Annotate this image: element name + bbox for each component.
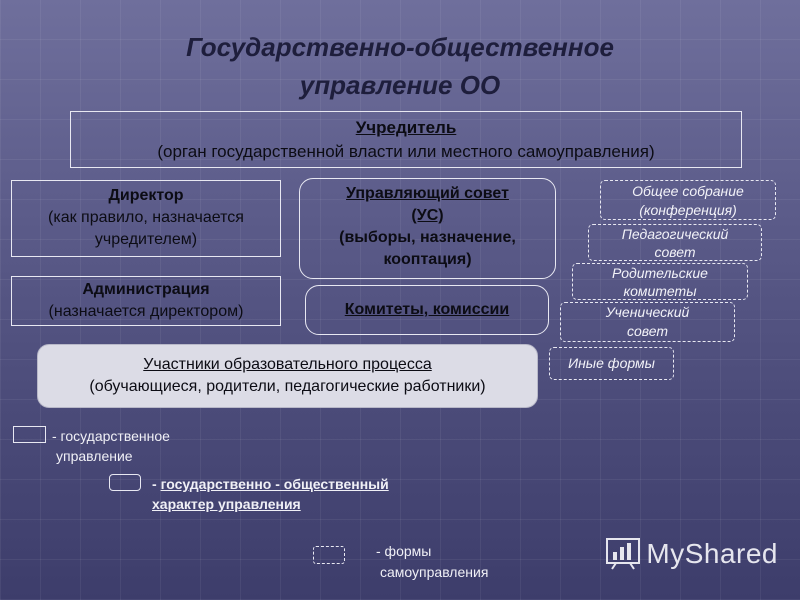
self-gov-general-meeting: Общее собрание (конференция) — [600, 180, 776, 220]
legend-public-text: - государственно - общественный характер… — [152, 474, 389, 514]
self-gov-student-council-line-1: Ученический — [605, 304, 690, 320]
watermark-logo: MyShared — [606, 538, 778, 570]
legend-state-line-1: - государственное — [52, 428, 170, 444]
legend-state-text: - государственное управление — [52, 426, 170, 466]
governing-council-line-2: (УС) — [411, 207, 444, 224]
founder-name: Учредитель — [355, 118, 457, 137]
title-line-2: управление ОО — [299, 70, 501, 100]
legend-state-line-2: управление — [56, 448, 133, 464]
self-gov-parent-committees-line-2: комитеты — [623, 283, 697, 299]
legend-self-swatch — [313, 546, 345, 564]
director-note-2: учредителем) — [94, 231, 198, 248]
self-gov-pedagogical-council: Педагогический совет — [588, 224, 762, 261]
governing-council-line-1: Управляющий совет — [346, 185, 509, 202]
legend-public-dash: - — [152, 476, 161, 492]
self-gov-other-forms-line-1: Иные формы — [568, 355, 655, 371]
self-gov-parent-committees: Родительские комитеты — [572, 263, 748, 300]
legend-self-line-2: самоуправления — [380, 564, 489, 580]
self-gov-pedagogical-council-line-1: Педагогический — [621, 226, 729, 242]
committees-box: Комитеты, комиссии — [305, 285, 549, 335]
administration-name: Администрация — [82, 281, 210, 298]
self-gov-student-council: Ученический совет — [560, 302, 735, 342]
legend-state-swatch — [13, 426, 46, 443]
administration-note: (назначается директором) — [48, 303, 244, 320]
self-gov-general-meeting-line-2: (конференция) — [639, 202, 737, 218]
participants-name: Участники образовательного процесса — [143, 356, 432, 373]
legend-self-text: - формы самоуправления — [376, 541, 488, 583]
administration-box: Администрация (назначается директором) — [11, 276, 281, 326]
governing-council-line-3: (выборы, назначение, — [339, 229, 516, 246]
director-note-1: (как правило, назначается — [48, 209, 244, 226]
self-gov-pedagogical-council-line-2: совет — [654, 244, 696, 260]
watermark-text: MyShared — [646, 538, 778, 569]
legend-public-line-2: характер управления — [152, 496, 301, 512]
director-name: Директор — [108, 187, 184, 204]
self-gov-student-council-line-2: совет — [626, 323, 669, 339]
founder-box: Учредитель (орган государственной власти… — [70, 111, 742, 168]
participants-note: (обучающиеся, родители, педагогические р… — [89, 378, 486, 395]
page-title: Государственно-общественное управление О… — [0, 28, 800, 104]
participants-box: Участники образовательного процесса (обу… — [37, 344, 538, 408]
governing-council-line-4: кооптация) — [383, 251, 472, 268]
self-gov-general-meeting-line-1: Общее собрание — [632, 183, 744, 199]
governing-council-box: Управляющий совет (УС) (выборы, назначен… — [299, 178, 556, 279]
title-line-1: Государственно-общественное — [186, 32, 614, 62]
legend-self-line-1: - формы — [376, 543, 432, 559]
legend-public-line-1: государственно - общественный — [160, 476, 389, 492]
committees-label: Комитеты, комиссии — [344, 301, 510, 318]
self-gov-other-forms: Иные формы — [549, 347, 674, 380]
director-box: Директор (как правило, назначается учред… — [11, 180, 281, 257]
self-gov-parent-committees-line-1: Родительские — [612, 265, 708, 281]
legend-public-swatch — [109, 474, 141, 491]
chart-icon — [606, 538, 641, 570]
founder-note: (орган государственной власти или местно… — [157, 142, 655, 161]
